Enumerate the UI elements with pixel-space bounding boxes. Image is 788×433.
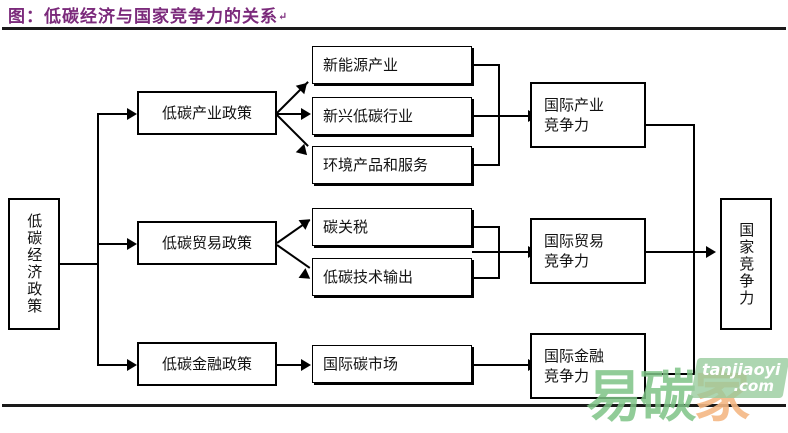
title-divider [2,27,786,30]
connector-root-to-policy-1 [97,113,129,115]
connector-compet-industry-out [646,124,695,126]
connector-finance-to-carbonmarket [277,364,303,366]
node-policy-trade: 低碳贸易政策 [137,221,277,265]
node-competitiveness-finance-line1: 国际金融 [544,346,605,365]
connector-root-trunk [60,263,99,265]
node-instrument-emerging-lowcarbon-label: 新兴低碳行业 [323,106,414,125]
node-instrument-carbon-market: 国际碳市场 [312,345,472,383]
connector-techexport-out [472,277,500,279]
node-competitiveness-finance-line2: 竞争力 [544,367,590,385]
watermark-char-3: 家 [694,365,750,430]
arrowhead-finance-to-carbonmarket [301,359,311,371]
watermark-domain-name: tanjiaoyi [702,360,781,379]
node-instrument-env-products: 环境产品和服务 [312,146,472,184]
node-competitiveness-industry-line2: 竞争力 [544,116,590,134]
connector-outcome-merge-spine [693,124,695,375]
node-instrument-env-products-label: 环境产品和服务 [323,155,429,174]
arrowhead-root-to-policy-3 [127,359,137,371]
connector-root-to-policy-3 [97,364,129,366]
node-competitiveness-trade: 国际贸易 竞争力 [530,218,646,284]
connector-carbonmarket-to-compet [472,364,532,366]
connector-trade-merge-to-compet [472,251,532,253]
arrowhead-industry-to-emerging [301,108,311,120]
connector-envproducts-out [472,164,500,166]
page-title-text: 图：低碳经济与国家竞争力的关系 [8,7,278,27]
watermark-badge-text: tanjiaoyi .com [696,358,788,398]
connector-carbontax-out [472,226,500,228]
node-competitiveness-finance: 国际金融 竞争力 [530,333,646,399]
node-competitiveness-trade-line1: 国际贸易 [544,231,605,250]
node-root-policy: 低碳经济政策 [8,198,60,330]
node-instrument-new-energy-label: 新能源产业 [323,55,399,74]
connector-trade-to-techexport [276,244,311,269]
node-outcome-label: 国家竞争力 [737,221,756,307]
node-policy-finance: 低碳金融政策 [137,342,277,386]
connector-root-to-policy-2 [97,243,129,245]
connector-industry-merge-to-compet [472,115,532,117]
node-competitiveness-industry: 国际产业 竞争力 [530,82,646,148]
node-instrument-tech-export-label: 低碳技术输出 [323,267,414,286]
arrowhead-industry-to-envproducts [295,143,312,160]
node-outcome-national-competitiveness: 国家竞争力 [720,198,772,330]
node-instrument-new-energy: 新能源产业 [312,46,472,84]
paragraph-mark: ↵ [278,10,289,23]
node-competitiveness-trade-line2: 竞争力 [544,252,590,270]
connector-newenergy-out [472,64,500,66]
node-root-policy-label: 低碳经济政策 [25,213,44,315]
node-policy-finance-label: 低碳金融政策 [161,354,252,373]
node-policy-industry-label: 低碳产业政策 [161,103,252,122]
node-instrument-emerging-lowcarbon: 新兴低碳行业 [312,97,472,135]
node-policy-industry: 低碳产业政策 [137,91,277,135]
arrowhead-root-to-policy-2 [127,238,137,250]
node-instrument-carbon-tariff: 碳关税 [312,208,472,246]
node-instrument-carbon-market-label: 国际碳市场 [323,354,399,373]
page-title: 图：低碳经济与国家竞争力的关系↵ [8,2,288,27]
node-competitiveness-industry-line1: 国际产业 [544,95,605,114]
connector-compet-finance-out [646,373,695,375]
bottom-divider [2,404,786,407]
connector-root-spine [97,113,99,365]
node-instrument-tech-export: 低碳技术输出 [312,258,472,296]
node-policy-trade-label: 低碳贸易政策 [161,233,252,252]
connector-compet-trade-to-outcome [646,251,710,253]
arrowhead-root-to-policy-1 [127,108,137,120]
watermark-badge-shape [690,358,788,398]
node-instrument-carbon-tariff-label: 碳关税 [323,217,369,236]
watermark-domain-tld: .com [733,376,774,395]
arrowhead-to-outcome [706,246,716,258]
connector-industry-to-emerging [277,113,303,115]
